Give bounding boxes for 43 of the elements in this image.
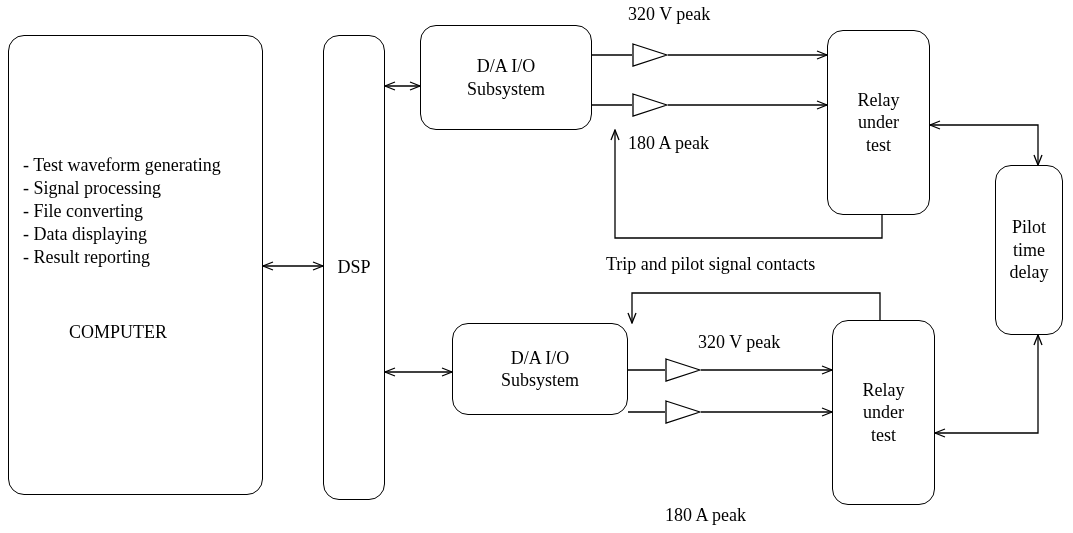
list-item: - Result reporting — [23, 246, 151, 270]
arrow — [667, 100, 828, 110]
list-item: - Data displaying — [23, 223, 148, 247]
box-label: Relay under test — [861, 378, 906, 447]
arrow — [934, 334, 1043, 438]
signal-label: 180 A peak — [665, 505, 746, 527]
amplifier-symbol — [665, 358, 701, 382]
arrow — [667, 50, 828, 60]
connector-line — [591, 54, 633, 56]
amplifier-symbol — [632, 43, 668, 67]
signal-label: Trip and pilot signal contacts — [606, 254, 816, 276]
process-box — [420, 25, 592, 130]
arrow — [384, 81, 421, 91]
signal-label: 180 A peak — [628, 133, 709, 155]
process-box — [995, 165, 1063, 335]
arrow — [700, 365, 833, 375]
connector-line — [627, 369, 666, 371]
box-label: D/A I/O Subsystem — [466, 55, 546, 100]
arrow — [610, 129, 883, 239]
process-box — [323, 35, 385, 500]
box-title: COMPUTER — [69, 321, 167, 345]
box-label: D/A I/O Subsystem — [500, 346, 580, 392]
process-box — [452, 323, 628, 415]
connector-line — [591, 104, 633, 106]
signal-label: 320 V peak — [698, 332, 781, 354]
process-box — [8, 35, 263, 495]
process-box — [827, 30, 930, 215]
connector-line — [627, 411, 666, 413]
arrow — [627, 292, 881, 324]
box-label: Relay under test — [856, 88, 901, 157]
list-item: - Test waveform generating — [23, 154, 222, 177]
arrow — [384, 367, 453, 377]
list-item: - File converting — [23, 200, 144, 224]
box-label: DSP — [337, 256, 371, 279]
arrow — [262, 261, 324, 271]
arrow — [929, 120, 1043, 166]
box-label: Pilot time delay — [1008, 216, 1050, 284]
list-item: - Signal processing — [23, 177, 162, 201]
amplifier-symbol — [632, 93, 668, 117]
process-box — [832, 320, 935, 505]
signal-label: 320 V peak — [628, 4, 711, 26]
amplifier-symbol — [665, 400, 701, 424]
arrow — [700, 407, 833, 417]
